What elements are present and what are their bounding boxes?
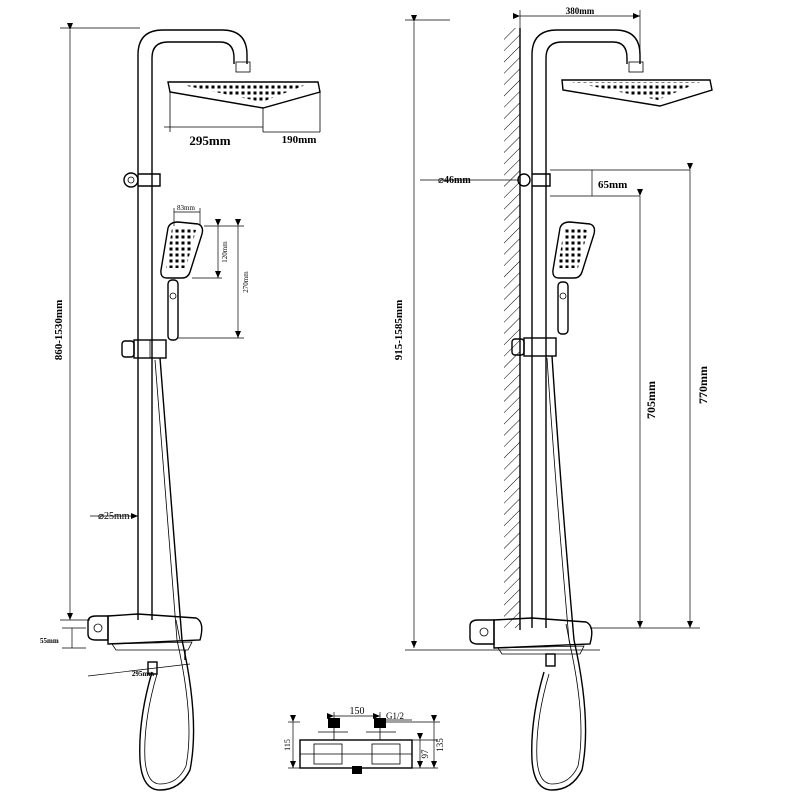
left-head-width-label: 190mm [282,134,317,146]
bottom-left-inlet [328,718,340,728]
bottom-outlet [352,766,362,774]
left-riser-pipe-inner [151,41,235,620]
right-bracket-diameter-label: ⌀46mm [438,175,471,186]
right-slider-clamp [523,337,557,357]
left-handshower-total-label: 270mm [242,271,250,293]
right-hand-shower-head [552,221,596,279]
right-upper-bracket-arm [532,173,551,187]
left-head-connector [235,61,251,73]
right-valve-body [493,617,593,649]
left-upper-bracket-arm [138,173,161,187]
right-hand-shower-handle [557,281,569,335]
right-hose [531,355,587,791]
left-handshower-face-label: 120mm [221,241,229,263]
left-hand-shower-handle [167,279,179,341]
left-valve-length-dim [87,663,191,677]
left-upper-wall-bracket [123,172,139,188]
bottom-height-outer-label: 135 [435,738,445,752]
right-shower-head [561,79,713,107]
left-shower-head-nozzles [178,84,308,102]
bottom-valve-left-panel [313,743,343,765]
bottom-valve-right-panel [371,743,401,765]
right-riser-pipe-outer [531,29,641,628]
right-bracket-to-valve-label: 705mm [644,381,658,419]
left-hand-shower-head [160,221,204,279]
left-valve-height-label: 55mm [40,637,59,645]
left-view: 860-1530mm 295mm 190mm 83mm 120mm [40,23,321,791]
right-view: 915-1585mm 380mm ⌀46mm 65mm [393,6,713,791]
left-overall-height-label: 860-1530mm [53,300,65,361]
right-hose-connector [545,653,556,667]
right-shower-head-nozzles [572,82,700,100]
left-hose [139,357,195,791]
bottom-center-distance-label: 150 [350,706,365,717]
left-shower-head [167,81,321,109]
bottom-valve-view: 150 G1/2 115 97 135 [283,706,445,774]
bottom-thread-label: G1/2 [386,711,404,721]
bottom-height-left-label: 115 [283,739,292,751]
left-valve-body [107,613,203,645]
right-valve-knob [469,619,495,645]
bottom-height-inner-label: 97 [420,749,430,759]
right-hand-shower-nozzles [558,228,588,268]
wall-hatching [504,28,520,628]
left-slider-knob [121,340,135,358]
left-handshower-width-label: 83mm [177,204,195,212]
right-overall-height-label: 915-1585mm [393,300,405,361]
left-riser-pipe-outer [137,29,248,620]
diameter-symbol-icon: ⌀ [438,175,444,186]
diameter-symbol-icon: ⌀ [98,511,104,522]
left-hand-shower-nozzles [166,228,196,268]
right-bracket-offset-label: 65mm [598,179,627,191]
bottom-right-inlet [374,718,386,728]
left-valve-length-label: 295mm [132,670,154,678]
left-pipe-diameter-label: ⌀25mm [98,511,130,522]
right-head-connector [628,61,644,73]
left-head-length-label: 295mm [189,133,230,148]
right-bracket-to-floor-label: 770mm [696,366,710,404]
left-valve-knob [87,615,109,641]
right-arm-projection-label: 380mm [566,6,595,16]
